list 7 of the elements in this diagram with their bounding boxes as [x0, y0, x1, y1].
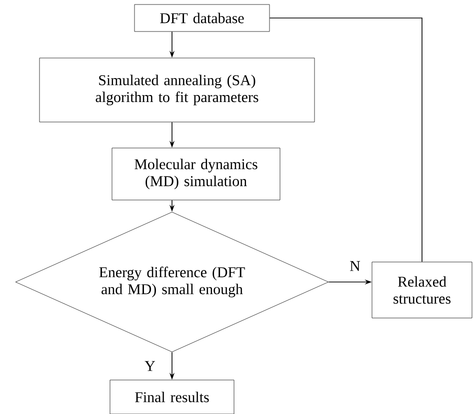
- process-box: Final results: [110, 380, 234, 414]
- process-box: Relaxed structures: [372, 262, 472, 318]
- edge-label: N: [348, 260, 362, 272]
- process-box: DFT database: [134, 4, 270, 32]
- process-box: Molecular dynamics (MD) simulation: [112, 148, 280, 200]
- process-box: Simulated annealing (SA) algorithm to fit parameters: [39, 58, 315, 122]
- edge-label: Y: [144, 360, 156, 372]
